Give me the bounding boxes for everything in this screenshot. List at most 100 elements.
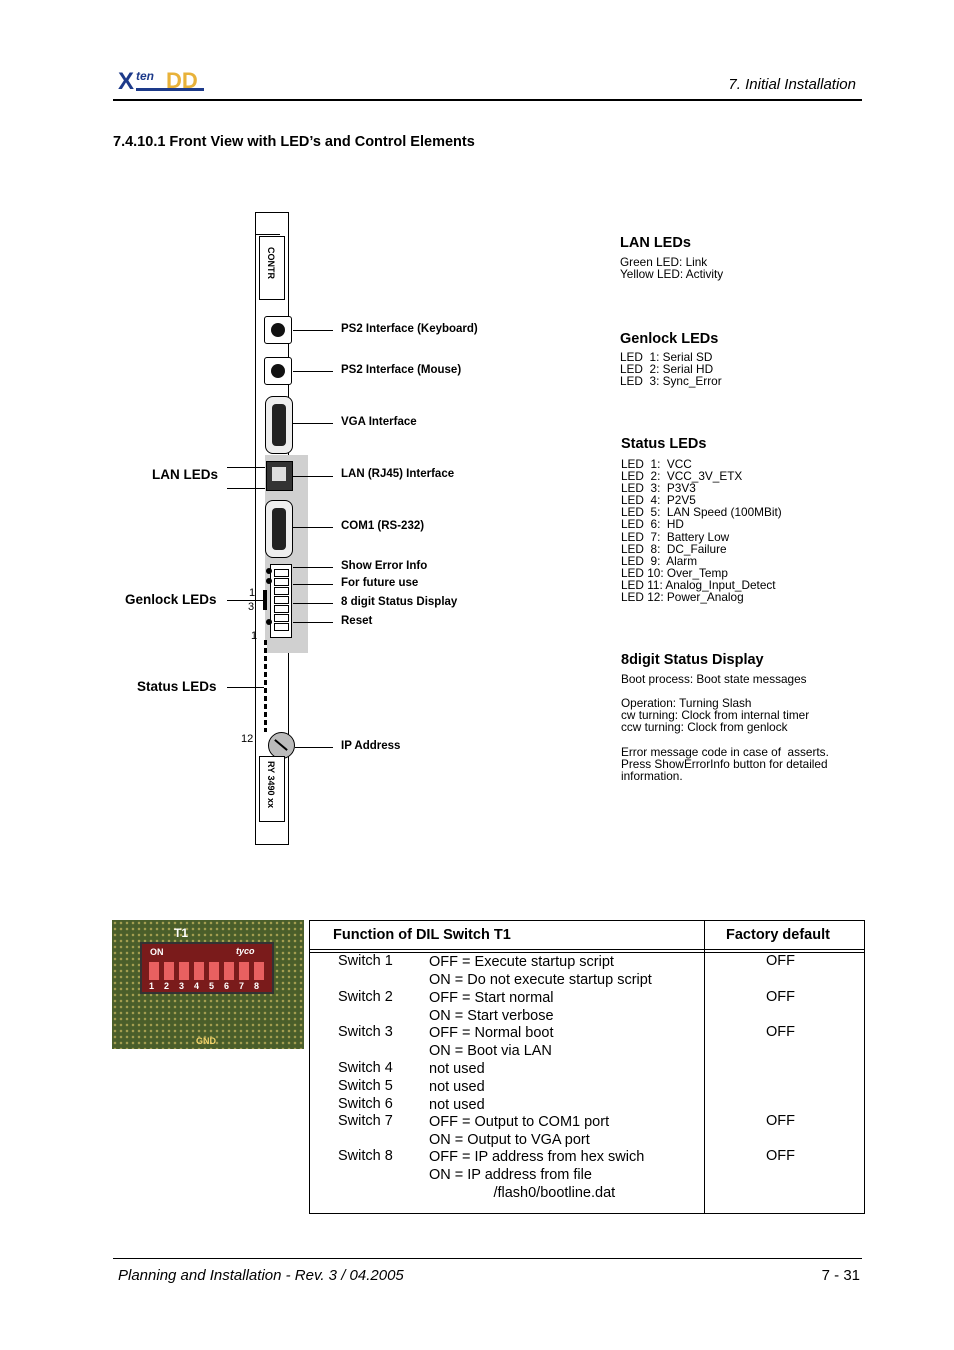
table-row-function: not used bbox=[429, 1061, 485, 1077]
status-leds-title: Status LEDs bbox=[621, 436, 707, 452]
page-number: 7 - 31 bbox=[821, 1267, 860, 1284]
leader-line bbox=[293, 622, 333, 623]
callout-reset: Reset bbox=[341, 615, 373, 627]
status-leds-list: LED 1: VCC LED 2: VCC_3V_ETX LED 3: P3V3… bbox=[621, 457, 782, 605]
photo-switch-number: 5 bbox=[209, 981, 215, 991]
status-display bbox=[270, 564, 292, 638]
table-row-function: OFF = Output to COM1 port ON = Output to… bbox=[429, 1114, 610, 1148]
table-row-switch: Switch 6 bbox=[338, 1096, 393, 1112]
lan-leds-title: LAN LEDs bbox=[620, 235, 691, 251]
leader-line bbox=[227, 600, 263, 601]
callout-status-display: 8 digit Status Display bbox=[341, 596, 458, 608]
table-row-switch: Switch 3 bbox=[338, 1024, 393, 1040]
side-label-genlock: Genlock LEDs bbox=[125, 592, 217, 607]
board-top-cap bbox=[255, 212, 280, 235]
table-row-default: OFF bbox=[766, 1148, 795, 1164]
table-row-switch: Switch 1 bbox=[338, 953, 393, 969]
leader-line bbox=[293, 567, 333, 568]
photo-switch-number: 6 bbox=[224, 981, 230, 991]
status-first-number: 1 bbox=[251, 630, 258, 642]
table-row-function: OFF = Start normal ON = Start verbose bbox=[429, 990, 554, 1024]
leader-line bbox=[293, 603, 333, 604]
photo-on-label: ON bbox=[150, 947, 164, 957]
footer-rule bbox=[113, 1258, 862, 1259]
ry-label: RY 3490 xx bbox=[266, 761, 276, 809]
dil-switch-photo: T1 ON tyco 1 2 3 4 5 6 7 8 GND bbox=[112, 920, 304, 1049]
dil-switch-table: Function of DIL Switch T1 Factory defaul… bbox=[309, 920, 865, 1214]
contr-label: CONTR bbox=[266, 247, 276, 279]
footer-document-info: Planning and Installation - Rev. 3 / 04.… bbox=[118, 1267, 404, 1284]
leader-line bbox=[295, 747, 333, 748]
leader-line bbox=[293, 476, 333, 477]
xtendd-logo: X ten DD bbox=[118, 66, 208, 95]
table-row-switch: Switch 2 bbox=[338, 989, 393, 1005]
callout-vga: VGA Interface bbox=[341, 416, 417, 428]
photo-switch-number: 7 bbox=[239, 981, 245, 991]
leader-line bbox=[293, 584, 333, 585]
table-row-default: OFF bbox=[766, 953, 795, 969]
genlock-last-number: 3 bbox=[248, 601, 255, 613]
svg-text:X: X bbox=[118, 68, 134, 94]
status-display-title: 8digit Status Display bbox=[621, 652, 764, 668]
show-error-button[interactable] bbox=[266, 568, 272, 574]
dip-switch-block: ON tyco bbox=[140, 942, 274, 994]
genlock-first-number: 1 bbox=[249, 587, 256, 599]
table-row-function: not used bbox=[429, 1079, 485, 1095]
table-row-function: OFF = Execute startup script ON = Do not… bbox=[429, 954, 652, 988]
photo-switch-number: 3 bbox=[179, 981, 185, 991]
photo-switch-number: 1 bbox=[149, 981, 155, 991]
table-row-function: not used bbox=[429, 1097, 485, 1113]
status-last-number: 12 bbox=[241, 733, 254, 745]
table-row-switch: Switch 8 bbox=[338, 1148, 393, 1164]
leader-line bbox=[293, 527, 333, 528]
callout-future-use: For future use bbox=[341, 577, 419, 589]
photo-switch-number: 2 bbox=[164, 981, 170, 991]
logo-graphic: X ten DD bbox=[118, 68, 204, 95]
svg-text:ten: ten bbox=[136, 69, 154, 83]
header-rule bbox=[113, 99, 862, 101]
side-label-status: Status LEDs bbox=[137, 679, 217, 694]
ps2-keyboard-port bbox=[264, 316, 292, 344]
section-title: 7.4.10.1 Front View with LED’s and Contr… bbox=[113, 134, 475, 150]
callout-ps2-keyboard: PS2 Interface (Keyboard) bbox=[341, 323, 478, 335]
photo-gnd-label: GND bbox=[196, 1036, 216, 1046]
table-row-function: OFF = IP address from hex swich ON = IP … bbox=[429, 1149, 645, 1201]
genlock-leds-title: Genlock LEDs bbox=[620, 331, 719, 347]
callout-ip-address: IP Address bbox=[341, 740, 401, 752]
leader-line bbox=[293, 423, 333, 424]
table-row-default: OFF bbox=[766, 989, 795, 1005]
rj45-port bbox=[266, 461, 293, 491]
table-header-function: Function of DIL Switch T1 bbox=[333, 927, 511, 943]
table-row-switch: Switch 4 bbox=[338, 1060, 393, 1076]
table-row-default: OFF bbox=[766, 1113, 795, 1129]
table-row-function: OFF = Normal boot ON = Boot via LAN bbox=[429, 1025, 554, 1059]
lan-leds-list: Green LED: Link Yellow LED: Activity bbox=[620, 255, 724, 282]
photo-switch-number: 8 bbox=[254, 981, 260, 991]
genlock-leds bbox=[263, 590, 267, 610]
leader-line bbox=[293, 371, 333, 372]
leader-line bbox=[227, 687, 264, 688]
future-use-button[interactable] bbox=[266, 578, 272, 584]
com1-connector bbox=[265, 500, 293, 558]
table-row-switch: Switch 7 bbox=[338, 1113, 393, 1129]
leader-line bbox=[293, 330, 333, 331]
table-row-default: OFF bbox=[766, 1024, 795, 1040]
photo-t1-label: T1 bbox=[174, 926, 189, 940]
status-leds bbox=[264, 640, 267, 732]
photo-switch-number: 4 bbox=[194, 981, 200, 991]
table-row-switch: Switch 5 bbox=[338, 1078, 393, 1094]
chapter-title: 7. Initial Installation bbox=[728, 76, 856, 93]
table-header-default: Factory default bbox=[726, 927, 830, 943]
side-label-lan: LAN LEDs bbox=[152, 467, 219, 482]
ip-address-switch[interactable] bbox=[268, 732, 295, 759]
contr-label-plate: CONTR bbox=[259, 236, 285, 300]
callout-ps2-mouse: PS2 Interface (Mouse) bbox=[341, 364, 462, 376]
callout-show-error: Show Error Info bbox=[341, 560, 428, 572]
reset-button[interactable] bbox=[266, 619, 272, 625]
callout-com1: COM1 (RS‑232) bbox=[341, 520, 425, 532]
leader-line bbox=[227, 488, 265, 489]
ry-label-plate: RY 3490 xx bbox=[259, 756, 285, 822]
photo-brand-label: tyco bbox=[236, 946, 255, 956]
status-display-description: Boot process: Boot state messages Operat… bbox=[621, 672, 829, 783]
ps2-mouse-port bbox=[264, 357, 292, 385]
